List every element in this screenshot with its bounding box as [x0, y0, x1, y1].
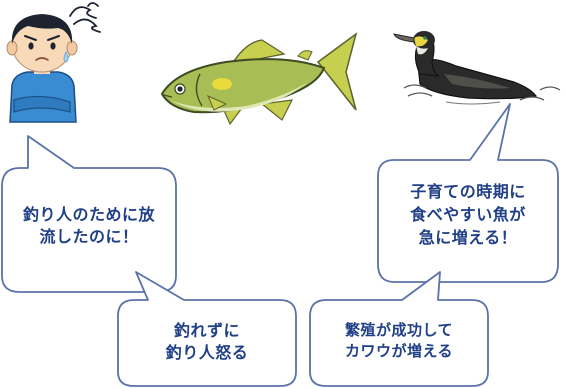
bubble-text-angry: 釣れずに 釣り人怒る	[120, 320, 294, 364]
bubble-line: 子育ての時期に	[410, 182, 526, 201]
bubble-line: 釣れずに	[173, 321, 240, 340]
bubble-line: 釣り人のために放	[22, 205, 155, 224]
bubble-text-breeding: 子育ての時期に 食べやすい魚が 急に増える！	[380, 180, 556, 250]
worried-person-illustration	[6, 14, 78, 123]
bubble-text-increase: 繁殖が成功して カワウが増える	[312, 320, 486, 361]
bubble-line: 急に増える！	[418, 228, 518, 248]
speech-bubble-increase	[309, 271, 489, 387]
worry-scribble-icon	[69, 2, 101, 33]
bubble-text-stocked: 釣り人のために放 流したのに！	[4, 204, 174, 248]
speech-bubble-angry	[117, 271, 297, 387]
bubble-line: 流したのに！	[39, 227, 139, 247]
bubble-line: 食べやすい魚が	[410, 205, 526, 225]
bubble-line: 釣り人怒る	[165, 343, 249, 363]
bubble-line: カワウが増える	[344, 341, 454, 360]
cormorant-illustration	[393, 31, 561, 105]
ayu-fish-illustration	[160, 32, 358, 126]
speech-bubble-breeding	[377, 103, 559, 283]
bubble-line: 繁殖が成功して	[344, 321, 454, 339]
